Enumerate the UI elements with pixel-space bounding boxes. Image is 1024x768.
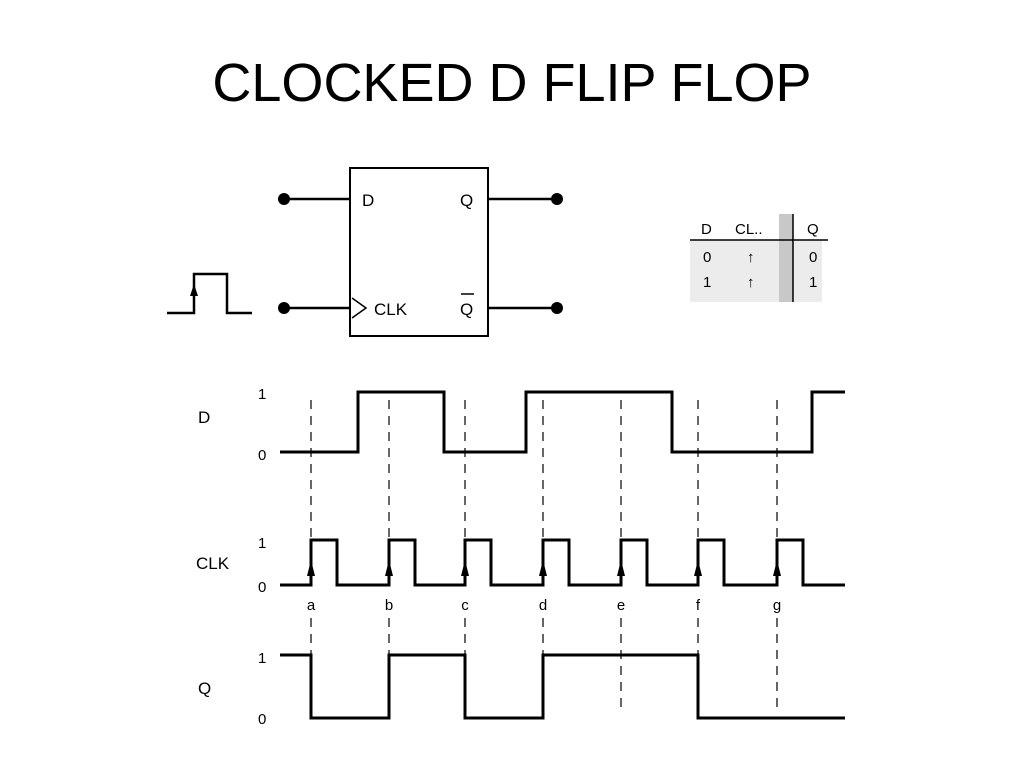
edge-label-d: d xyxy=(539,597,547,614)
d-pin-label: D xyxy=(362,191,374,210)
q-output-terminal xyxy=(551,193,563,205)
edge-label-e: e xyxy=(617,597,625,614)
truth-table: D CL.. Q 0 ↑ 0 1 ↑ 1 xyxy=(690,214,828,302)
q-pin-label: Q xyxy=(460,191,473,210)
truth-row1-q: 0 xyxy=(809,249,817,266)
truth-header-clk: CL.. xyxy=(735,221,763,238)
truth-table-divider-shade xyxy=(779,214,793,302)
signal-name-d: D xyxy=(198,408,210,427)
slide-title: CLOCKED D FLIP FLOP xyxy=(212,53,812,113)
timing-labels: D CLK Q 1 0 1 0 1 0 xyxy=(196,386,266,728)
edge-label-c: c xyxy=(461,597,469,614)
clk-pin-label: CLK xyxy=(374,300,408,319)
truth-header-d: D xyxy=(701,221,712,238)
clk-rising-edge-arrow-f xyxy=(694,560,702,576)
edge-label-f: f xyxy=(696,597,701,614)
signal-name-clk: CLK xyxy=(196,554,230,573)
truth-row1-clk: ↑ xyxy=(747,249,755,266)
d-input-terminal xyxy=(278,193,290,205)
d-high-label: 1 xyxy=(258,386,266,403)
q-waveform xyxy=(280,653,845,720)
edge-label-b: b xyxy=(385,597,393,614)
q-high-label: 1 xyxy=(258,650,266,667)
signal-name-q: Q xyxy=(198,679,211,698)
truth-row2-d: 1 xyxy=(703,274,711,291)
clk-high-label: 1 xyxy=(258,535,266,552)
clk-input-terminal xyxy=(278,302,290,314)
d-waveform xyxy=(280,390,845,454)
qbar-output-terminal xyxy=(551,302,563,314)
clk-rising-edge-arrow-b xyxy=(385,560,393,576)
clock-edge-triangle xyxy=(351,297,368,319)
d-low-label: 0 xyxy=(258,447,266,464)
flip-flop-symbol: D CLK Q Q xyxy=(278,167,563,337)
timing-waveforms xyxy=(280,390,845,720)
edge-labels: a b c d e f g xyxy=(307,597,781,614)
clk-rising-edge-arrow-g xyxy=(773,560,781,576)
clk-rising-edge-arrow-d xyxy=(539,560,547,576)
flip-flop-box xyxy=(349,167,489,337)
clk-waveform xyxy=(280,538,845,587)
truth-header-q: Q xyxy=(807,221,819,238)
edge-label-g: g xyxy=(773,597,781,614)
q-low-label: 0 xyxy=(258,711,266,728)
clk-rising-edge-arrow-a xyxy=(307,560,315,576)
clk-rising-edge-arrow-e xyxy=(617,560,625,576)
truth-row1-d: 0 xyxy=(703,249,711,266)
truth-table-shading xyxy=(690,240,822,302)
edge-label-a: a xyxy=(307,597,316,614)
clk-rising-edge-arrow-c xyxy=(461,560,469,576)
clk-low-label: 0 xyxy=(258,579,266,596)
edge-guide-lines xyxy=(310,400,778,712)
qbar-pin-label: Q xyxy=(460,300,473,319)
truth-row2-clk: ↑ xyxy=(747,274,755,291)
clock-pulse-icon xyxy=(167,272,252,315)
truth-row2-q: 1 xyxy=(809,274,817,291)
